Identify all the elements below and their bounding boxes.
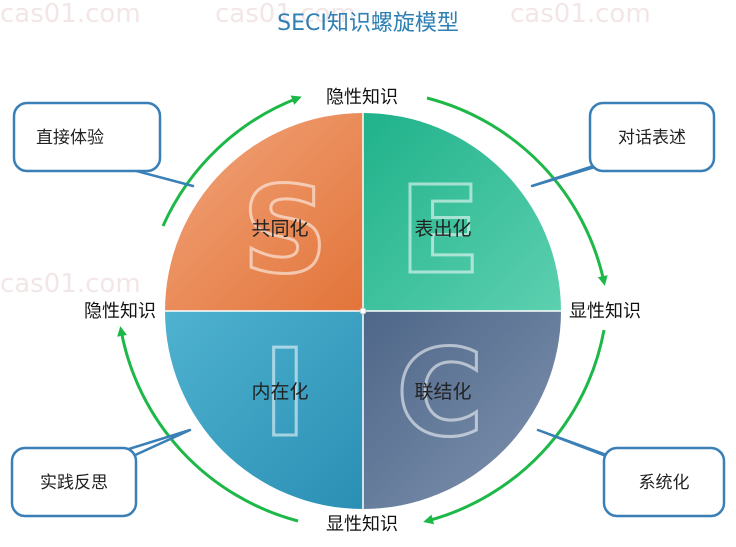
diagram-title: SECI知识螺旋模型 <box>277 11 459 36</box>
label-explicit-right: 显性知识 <box>569 301 641 322</box>
letter-e: E <box>399 162 481 301</box>
label-externalization: 表出化 <box>414 218 471 240</box>
label-socialization: 共同化 <box>251 218 308 240</box>
label-combination: 联结化 <box>414 381 471 403</box>
watermark-text: cas01.com <box>215 0 356 29</box>
callout-text-direct-experience: 直接体验 <box>36 128 104 148</box>
callout-text-dialogue: 对话表述 <box>618 128 686 148</box>
callout-text-practice-reflection: 实践反思 <box>40 473 108 493</box>
arrow-right-to-bottom <box>423 329 606 525</box>
callout-practice-reflection: 实践反思 <box>10 428 192 518</box>
label-tacit-left: 隐性知识 <box>84 301 156 322</box>
quadrant-internalization <box>165 311 363 509</box>
quadrant-externalization <box>363 113 561 311</box>
callout-text-systematization: 系统化 <box>639 473 690 493</box>
callout-direct-experience: 直接体验 <box>12 101 195 188</box>
letter-s: S <box>242 162 328 301</box>
watermark-text: cas01.com <box>0 269 141 299</box>
quadrant-socialization <box>165 113 363 311</box>
quadrant-combination <box>363 311 561 509</box>
arrow-left-to-top <box>161 95 302 227</box>
letter-c: C <box>396 325 484 464</box>
arrow-bottom-to-left <box>117 326 299 523</box>
label-internalization: 内在化 <box>251 381 308 403</box>
callout-dialogue: 对话表述 <box>530 101 716 188</box>
center-dot <box>359 307 367 315</box>
letter-i: I <box>263 325 308 464</box>
arrow-top-to-right <box>426 96 608 286</box>
callout-systematization: 系统化 <box>536 428 726 518</box>
watermark-text: cas01.com <box>0 0 141 29</box>
label-tacit-top: 隐性知识 <box>326 87 398 108</box>
watermark-text: cas01.com <box>510 0 651 29</box>
label-explicit-bottom: 显性知识 <box>326 514 398 535</box>
